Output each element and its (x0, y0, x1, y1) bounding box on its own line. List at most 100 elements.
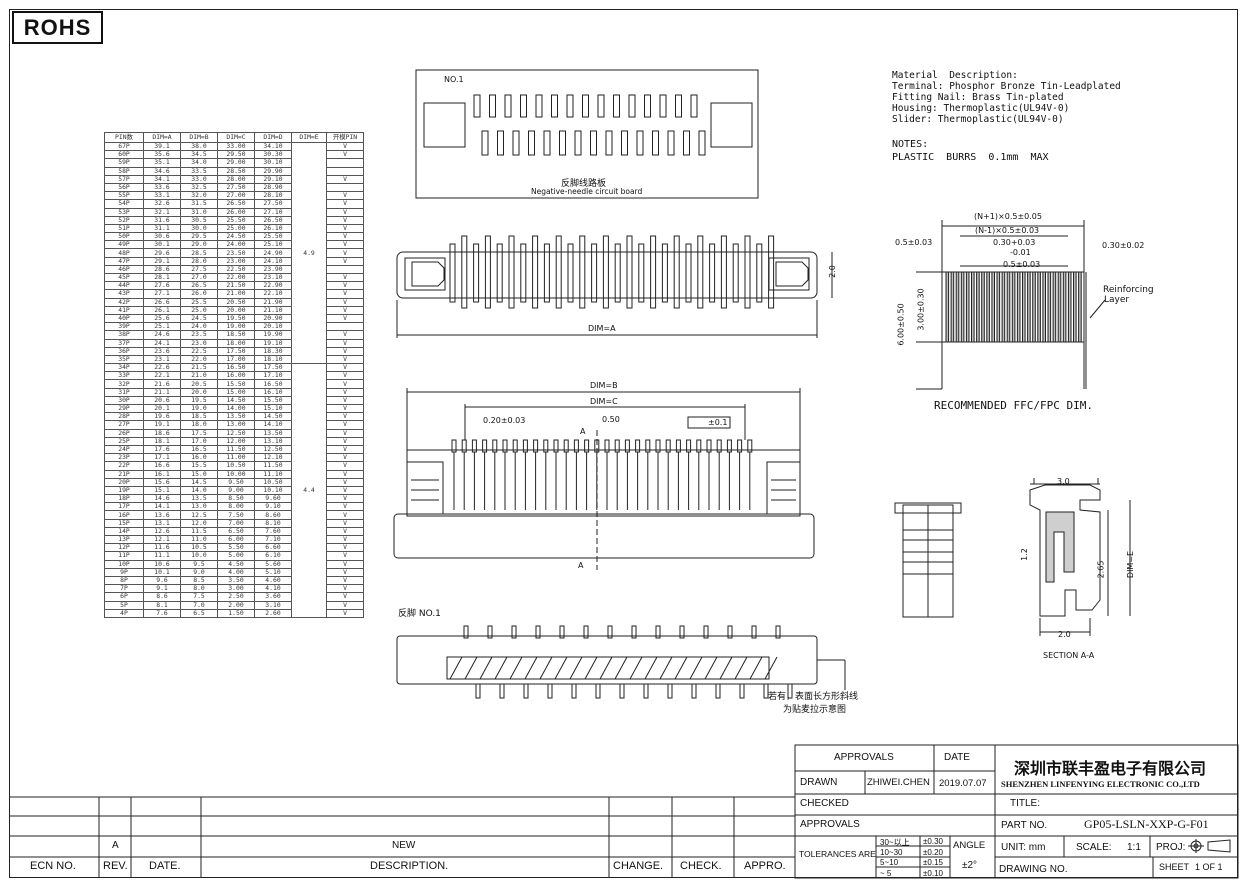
tb-part-no: GP05-LSLN-XXP-G-F01 (1084, 817, 1209, 831)
section-a-a-view (1029, 478, 1131, 636)
material-title: Material Description: (892, 70, 1018, 81)
board-pin-pad (605, 130, 613, 156)
ffc-finger (981, 271, 985, 343)
section-mark-bottom: A (578, 561, 584, 570)
tb-drawing-no-label: DRAWING NO. (999, 864, 1068, 875)
pitch-050-label: 0.50 (602, 415, 620, 424)
ffc-finger (1006, 271, 1011, 343)
board-pin-pad (590, 130, 597, 156)
mylar-hatch-line (479, 656, 493, 680)
dim-2-0-label: 2.0 (827, 265, 837, 278)
board-pins-top (473, 94, 698, 118)
board-pin-pad (559, 130, 566, 156)
bottom-pin-top (607, 625, 613, 639)
tb-sheet-label: SHEET (1159, 862, 1190, 872)
tol-range: 5~10 (880, 858, 899, 867)
connector-pin (638, 243, 645, 303)
bottom-pin-bottom (739, 683, 745, 699)
col-check: CHECK. (680, 860, 722, 872)
connector-pin (484, 235, 491, 309)
board-pin-pad (543, 130, 551, 156)
board-pin-pad (636, 130, 644, 156)
connector-pin (756, 243, 763, 303)
ffc-finger (1052, 271, 1057, 343)
mylar-hatch-line (569, 656, 583, 680)
board-pin-pad (489, 94, 496, 118)
drawing-frame (9, 9, 1238, 878)
connector-pin (626, 235, 633, 309)
ffc-finger (976, 271, 980, 343)
table-cell: V (326, 608, 364, 618)
board-pins-bottom (481, 130, 706, 156)
material-line: Housing: Thermoplastic(UL94V-0) (892, 103, 1070, 114)
ffc-finger (1073, 271, 1077, 343)
tb-drawn-date: 2019.07.07 (939, 778, 987, 789)
connector-pin (685, 243, 692, 303)
tb-checked-label: CHECKED (800, 798, 849, 809)
connector-pin (496, 243, 503, 303)
bottom-pin-top (751, 625, 757, 639)
connector-pin (650, 235, 657, 309)
board-pin-pad (574, 130, 582, 156)
bottom-pin-bottom (595, 683, 601, 699)
connector-pin (567, 243, 574, 303)
ffc-finger (1057, 271, 1062, 343)
ffc-h2-label: 3.00±0.30 (916, 288, 926, 331)
circuit-board-outline (415, 69, 759, 199)
board-pin-pad (621, 130, 628, 156)
bottom-pin-bottom (691, 683, 697, 699)
connector-housing-view (393, 388, 815, 570)
material-description: Material Description:Terminal: Phosphor … (892, 70, 1121, 125)
mylar-hatch-line (749, 656, 763, 680)
notes: NOTES:PLASTIC BURRS 0.1mm MAX (892, 138, 1049, 164)
board-pin-pad (520, 94, 527, 118)
connector-pin (543, 243, 550, 303)
mylar-hatch-line (704, 656, 718, 680)
bottom-pin-top (583, 625, 589, 639)
bottom-pin-bottom (787, 683, 793, 699)
board-pin-pad (667, 130, 675, 156)
mylar-hatch-line (689, 656, 703, 680)
mylar-hatch-line (599, 656, 613, 680)
ffc-finger (1022, 271, 1026, 343)
ffc-finger (1037, 271, 1041, 343)
reinforcing-layer-label: Layer (1104, 295, 1130, 305)
bottom-pin-top (559, 625, 565, 639)
rohs-badge: ROHS (12, 11, 103, 44)
ffc-finger (996, 271, 1001, 343)
mylar-hatch-line (659, 656, 673, 680)
section-20-label: 2.0 (1058, 630, 1071, 639)
material-line: Fitting Nail: Brass Tin-plated (892, 92, 1064, 103)
connector-pin (709, 243, 716, 303)
tb-part-no-label: PART NO. (1001, 820, 1048, 831)
ffc-title: RECOMMENDED FFC/FPC DIM. (934, 399, 1093, 412)
bottom-pin-bottom (547, 683, 553, 699)
col-ecn: ECN NO. (30, 860, 76, 872)
mylar-hatch-line (719, 656, 733, 680)
ffc-finger (1011, 271, 1016, 343)
ffc-finger (1016, 271, 1021, 343)
ffc-05-label: 0.5±0.03 (1003, 260, 1041, 269)
board-pin-pad (683, 130, 690, 156)
ffc-001-label: -0.01 (1010, 248, 1031, 257)
material-line: Slider: Thermoplastic(UL94V-0) (892, 114, 1064, 125)
mylar-hatch-line (509, 656, 523, 680)
ffc-030-label: 0.30+0.03 (993, 238, 1036, 247)
col-description: DESCRIPTION. (370, 860, 449, 872)
tb-scale-value: 1:1 (1127, 842, 1141, 853)
reverse-no1-label: 反脚 NO.1 (398, 609, 441, 619)
bottom-pin-bottom (667, 683, 673, 699)
bottom-pin-top (775, 625, 781, 639)
pitch-020-label: 0.20±0.03 (483, 416, 526, 425)
